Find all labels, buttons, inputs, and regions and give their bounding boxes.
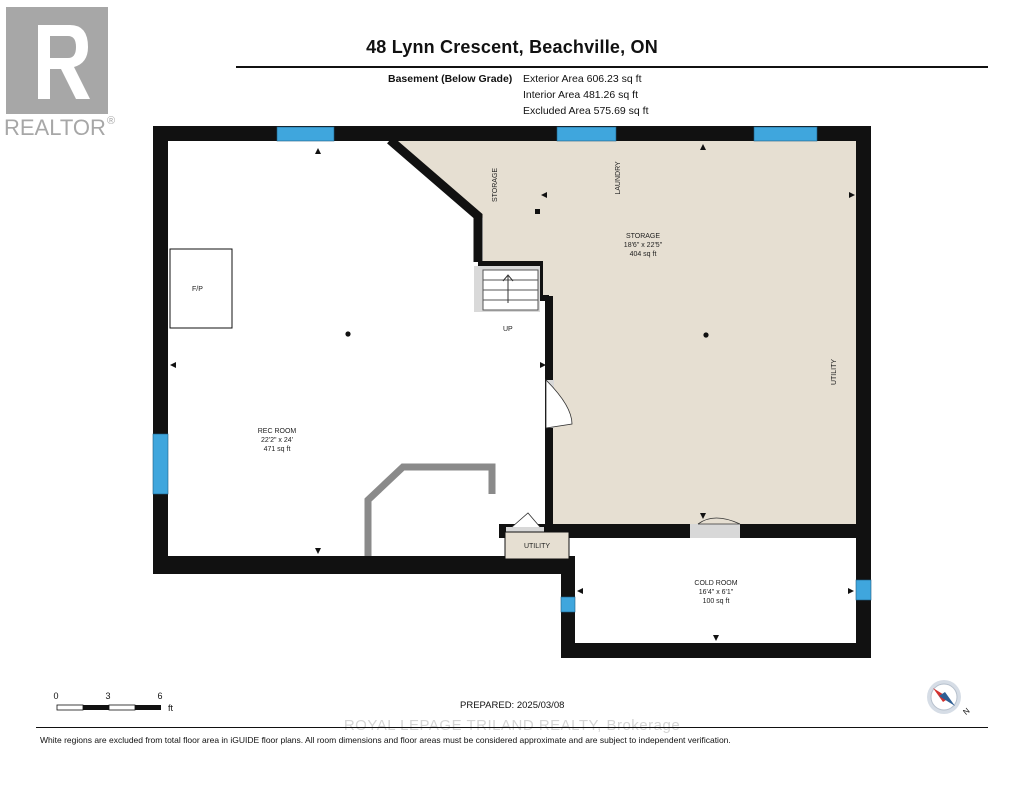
cold-room-area: 100 sq ft (703, 598, 730, 605)
floor-plan: F/P UP REC ROOM 22'2" x 24' 471 sq ft ST… (152, 126, 872, 658)
rec-room-area: 471 sq ft (264, 446, 291, 453)
utility-side-label: UTILITY (831, 359, 838, 385)
realtor-registered-mark: ® (107, 115, 115, 127)
cold-room-dims: 16'4" x 6'1" (699, 589, 734, 596)
stairs (474, 266, 540, 312)
fireplace-label: F/P (192, 286, 203, 293)
counter-wall (364, 463, 496, 556)
utility-closet (504, 531, 570, 560)
excluded-area: Excluded Area 575.69 sq ft (523, 105, 649, 117)
title-divider (236, 66, 988, 68)
utility-closet-label: UTILITY (524, 543, 550, 550)
compass-icon: N (927, 680, 972, 717)
storage-center (703, 332, 709, 338)
realtor-logo: REALTOR ® (4, 7, 115, 140)
scale-unit: ft (168, 703, 174, 713)
storage-side-label: STORAGE (492, 168, 499, 202)
prepared-date: PREPARED: 2025/03/08 (460, 700, 565, 711)
rec-room-dims: 22'2" x 24' (261, 437, 293, 444)
stairs-label: UP (503, 326, 513, 333)
brokerage-watermark: ROYAL LEPAGE TRILAND REALTY, Brokerage (343, 717, 681, 734)
measure-arrows (170, 144, 855, 641)
storage-area-fill (392, 140, 857, 525)
scale-tick-0: 0 (53, 691, 58, 701)
storage-name: STORAGE (626, 233, 660, 240)
exterior-walls (153, 126, 871, 658)
windows (152, 126, 872, 613)
rec-room-center (345, 331, 351, 337)
scale-tick-3: 3 (105, 691, 110, 701)
page-title: 48 Lynn Crescent, Beachville, ON (366, 37, 658, 57)
rec-room-name: REC ROOM (258, 428, 297, 435)
storage-dims: 18'6" x 22'5" (624, 242, 663, 249)
fireplace (169, 248, 233, 329)
footer-disclaimer: White regions are excluded from total fl… (40, 735, 731, 745)
storage-area: 404 sq ft (630, 251, 657, 258)
interior-area: Interior Area 481.26 sq ft (523, 89, 638, 101)
storage-marker (535, 209, 540, 214)
laundry-label: LAUNDRY (615, 161, 622, 195)
cold-room-name: COLD ROOM (694, 580, 737, 587)
compass-north-label: N (961, 706, 971, 717)
scale-bar: 0 3 6 ft (53, 691, 174, 713)
level-name: Basement (Below Grade) (388, 73, 513, 85)
footer-divider (36, 727, 988, 728)
scale-tick-6: 6 (157, 691, 162, 701)
realtor-logo-text: REALTOR (4, 115, 106, 140)
exterior-area: Exterior Area 606.23 sq ft (523, 73, 642, 85)
